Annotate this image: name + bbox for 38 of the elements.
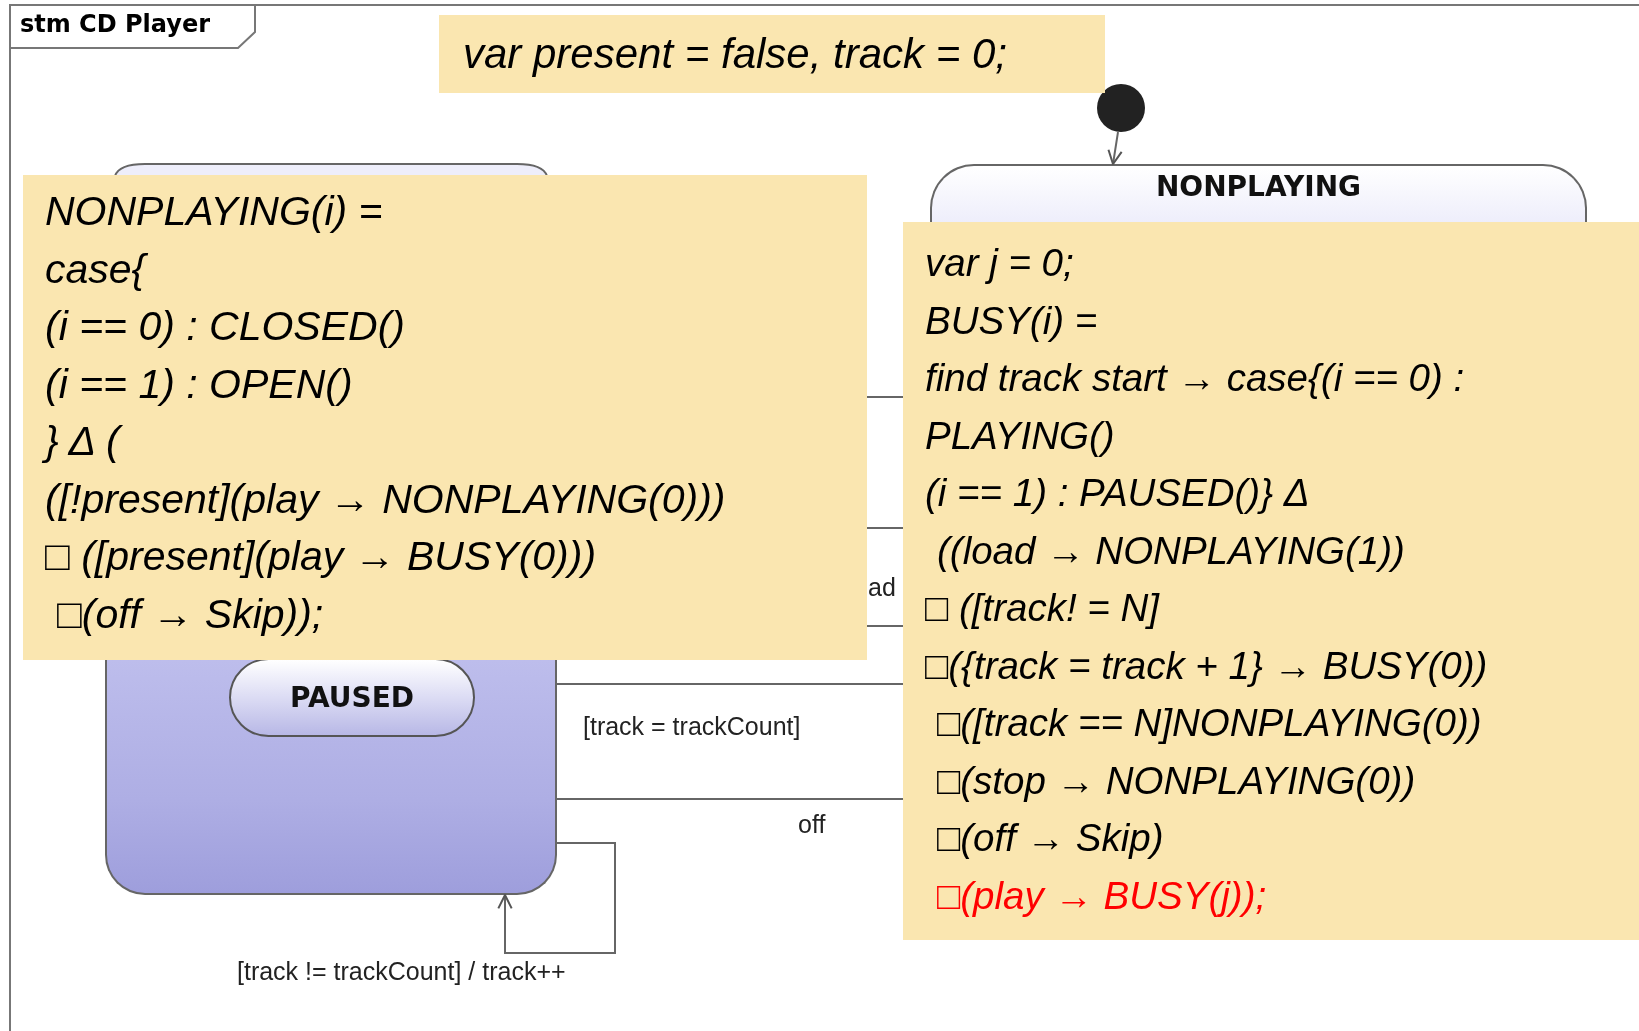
code-line: var j = 0;	[925, 240, 1074, 286]
code-line: ((load → NONPLAYING(1))	[937, 527, 1405, 574]
code-note	[903, 222, 1639, 940]
transition-line	[556, 798, 904, 800]
code-line: □(stop → NONPLAYING(0))	[937, 757, 1416, 804]
code-line: PLAYING()	[925, 412, 1115, 459]
transition-arrow	[497, 842, 616, 954]
composite-state-box	[105, 660, 557, 895]
code-line: □(off → Skip));	[57, 589, 324, 639]
state-name: NONPLAYING	[1154, 170, 1363, 203]
code-line: □({track = track + 1} → BUSY(0))	[925, 642, 1488, 689]
state-box	[930, 164, 1587, 222]
initial-state-dot	[1097, 84, 1145, 132]
code-line: BUSY(i) =	[925, 297, 1098, 344]
code-line: (i == 1) : PAUSED()} Δ	[925, 470, 1310, 516]
transition-line	[866, 527, 904, 529]
state-name: PAUSED	[290, 681, 414, 714]
transition-line	[866, 396, 904, 398]
code-line: var present = false, track = 0;	[463, 29, 1007, 79]
code-line: (i == 0) : CLOSED()	[45, 302, 405, 351]
code-line: find track start → case{(i == 0) :	[925, 355, 1465, 401]
transition-label: [track != trackCount] / track++	[237, 958, 566, 986]
code-line: ([!present](play → NONPLAYING(0)))	[45, 474, 726, 524]
code-note	[439, 15, 1105, 93]
transition-line	[866, 625, 904, 627]
code-line: □ ([present](play → BUSY(0)))	[45, 532, 597, 581]
code-line: □ ([track! = N]	[925, 585, 1159, 631]
code-line: case{	[45, 244, 146, 294]
code-line: (i == 1) : OPEN()	[45, 359, 353, 409]
code-line: NONPLAYING(i) =	[45, 187, 383, 236]
transition-label: [track = trackCount]	[583, 713, 801, 741]
transition-line	[556, 683, 904, 685]
transition-arrow	[1107, 131, 1123, 165]
code-line: □([track == N]NONPLAYING(0))	[937, 700, 1482, 746]
code-note	[23, 175, 867, 660]
code-line: □(off → Skip)	[937, 815, 1164, 861]
diagram-title: stm CD Player	[20, 10, 211, 38]
code-line: □(play → BUSY(j));	[937, 872, 1267, 919]
